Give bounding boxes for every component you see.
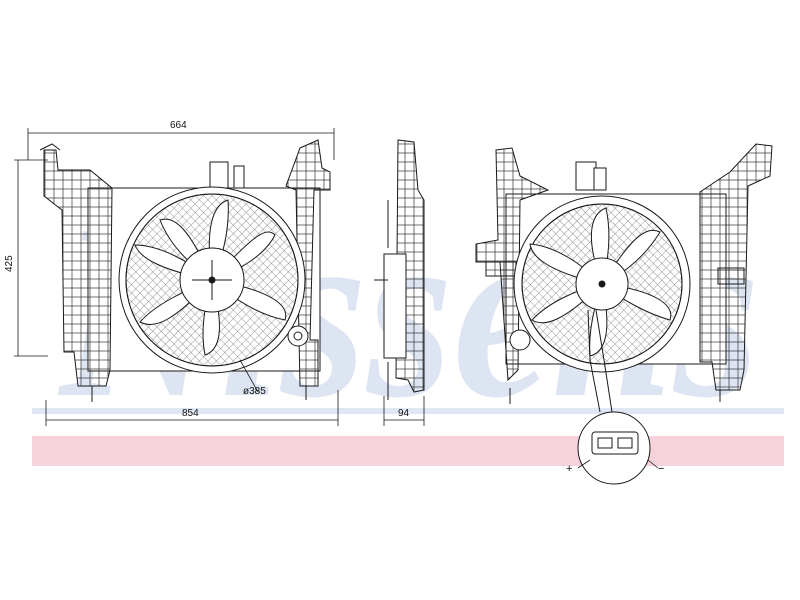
front-right-bracket: [285, 139, 331, 387]
side-dimensions: [383, 396, 425, 426]
dim-fan-diameter: ø385: [243, 386, 266, 397]
connector-plus-label: +: [566, 463, 572, 475]
rear-right-bracket: [699, 143, 773, 391]
connector-minus-label: −: [658, 463, 664, 475]
front-dimensions: [14, 128, 339, 426]
front-left-bracket: [43, 149, 113, 387]
watermark-baseline: [32, 408, 784, 414]
dim-width-bottom: 854: [182, 408, 199, 419]
dim-depth: 94: [398, 408, 410, 419]
dim-width-top: 664: [170, 120, 187, 131]
side-view: [374, 139, 425, 400]
watermark-band: [32, 436, 784, 466]
rear-view: [475, 143, 773, 413]
connector-detail: [577, 411, 659, 485]
front-view: [39, 139, 331, 402]
dim-height-left: 425: [4, 255, 15, 272]
